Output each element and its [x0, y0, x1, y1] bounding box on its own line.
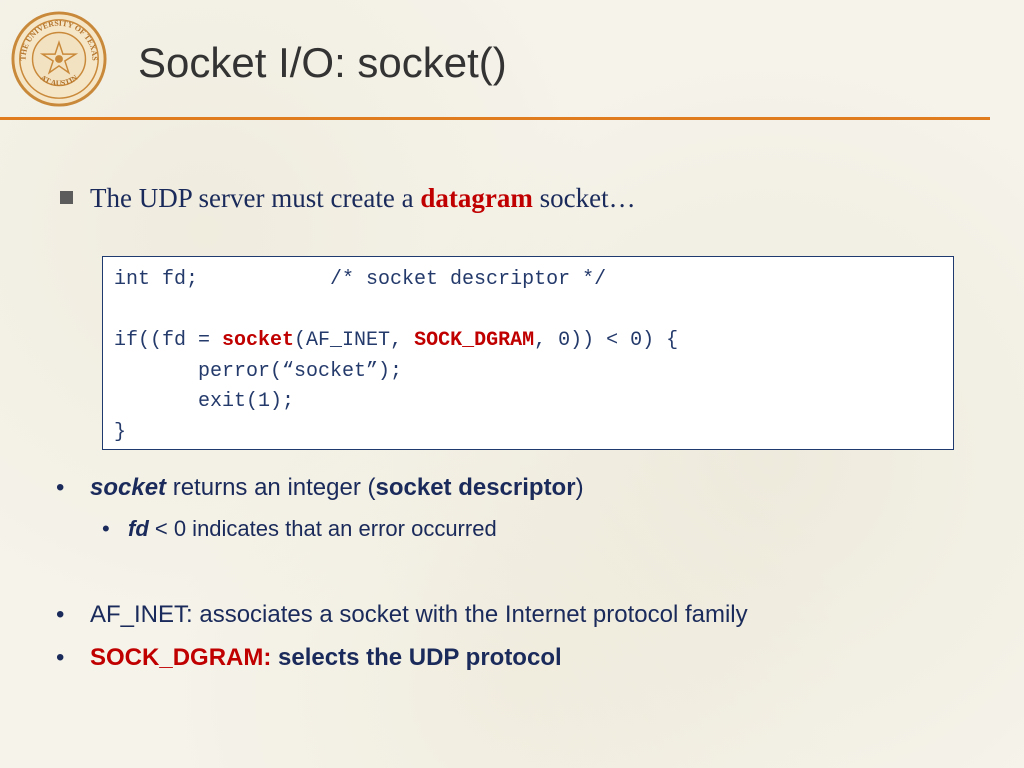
sub-bullet-fd: • fd < 0 indicates that an error occurred	[102, 516, 497, 542]
code-block: int fd; /* socket descriptor */ if((fd =…	[102, 256, 954, 450]
sub-bullet-fd-text: < 0 indicates that an error occurred	[148, 516, 497, 541]
bullet-af-inet: • AF_INET: associates a socket with the I…	[56, 601, 748, 629]
bullet-sock-dgram: • SOCK_DGRAM: selects the UDP protocol	[56, 644, 562, 672]
bullet-socket-term: socket	[90, 474, 167, 501]
main-bullet-text-before: The UDP server must create a	[90, 183, 421, 213]
code-line-2	[114, 296, 953, 327]
code-line-4: perror(“socket”);	[114, 359, 403, 383]
code-keyword-socket: socket	[222, 329, 295, 352]
bullet-sock-dgram-term: SOCK_DGRAM:	[90, 644, 272, 671]
main-bullet-text-after: socket…	[532, 183, 636, 213]
sub-bullet-fd-term: fd	[128, 516, 149, 541]
title-divider	[0, 117, 990, 120]
svg-text:AT AUSTIN: AT AUSTIN	[39, 73, 80, 88]
bullet-sock-dgram-text: selects the UDP protocol	[271, 644, 562, 671]
slide-title: Socket I/O: socket()	[138, 39, 507, 86]
bullet-socket-close: )	[575, 474, 584, 501]
university-seal-logo: THE UNIVERSITY OF TEXAS AT AUSTIN	[11, 11, 107, 107]
bullet-dot-icon: •	[102, 516, 110, 541]
code-line-5: exit(1);	[114, 390, 295, 413]
bullet-dot-icon: •	[56, 474, 65, 501]
code-if-suffix: , 0)) < 0) {	[534, 329, 679, 352]
main-bullet: The UDP server must create a datagram so…	[60, 182, 636, 214]
bullet-dot-icon: •	[56, 601, 65, 628]
code-line-3: if((fd = socket(AF_INET, SOCK_DGRAM, 0))…	[114, 326, 953, 357]
code-keyword-sock-dgram: SOCK_DGRAM	[414, 329, 535, 352]
bullet-socket-descriptor: socket descriptor	[375, 474, 576, 501]
square-bullet-icon	[60, 191, 73, 204]
bullet-socket-text: returns an integer (	[166, 474, 376, 501]
main-bullet-highlight: datagram	[420, 183, 533, 213]
bullet-socket-returns: • socket returns an integer (socket descr…	[56, 474, 584, 502]
bullet-dot-icon: •	[56, 644, 65, 671]
bullet-af-inet-text: AF_INET: associates a socket with the In…	[90, 601, 748, 628]
code-if-prefix: if((fd =	[114, 329, 223, 352]
code-af-inet: (AF_INET,	[294, 329, 415, 352]
code-line-1: int fd; /* socket descriptor */	[114, 268, 607, 291]
code-line-6: }	[114, 420, 127, 444]
